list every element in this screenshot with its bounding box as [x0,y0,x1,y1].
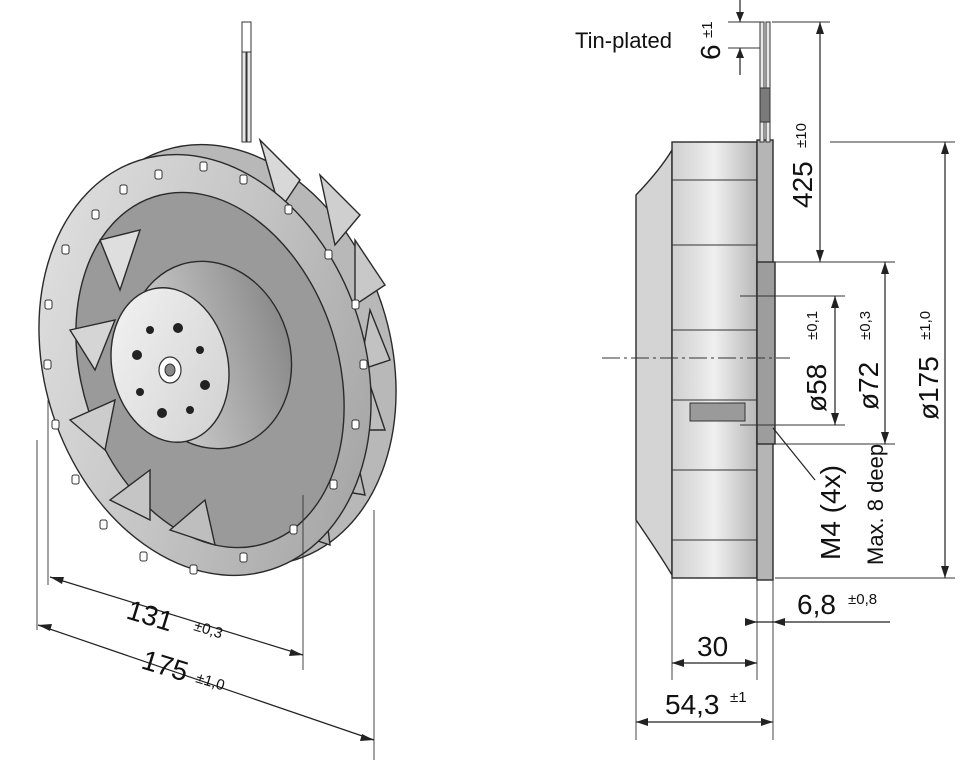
tin-plated-label: Tin-plated [575,28,672,53]
front-inner-diameter-tol: ±0,3 [192,618,225,643]
flange-thickness-value: 6,8 [797,589,836,620]
fan-side-view [635,21,776,581]
lead-length-tol: ±10 [793,123,810,148]
front-outer-diameter-tol: ±1,0 [194,670,227,695]
inner-blades [68,229,216,547]
thread-depth-label: Max. 8 deep [863,444,888,565]
impeller-side-body [671,141,758,579]
ring-rivets [43,161,368,575]
dia175-value: ø175 [913,356,944,420]
dia72-tol: ±0,3 [857,311,874,340]
front-dimension-lines [36,400,375,760]
hub-holes [132,323,210,418]
flange-thickness-tol: ±0,8 [848,591,877,608]
fan-perspective-view [38,21,397,577]
front-inner-diameter-value: 131 [123,594,177,637]
dia58-tol: ±0,1 [804,311,821,340]
front-outer-diameter-value: 175 [138,644,192,687]
lead-strip-value: 6 [695,44,726,60]
depth-54-tol: ±1 [730,689,747,706]
dia72-value: ø72 [853,362,884,410]
thread-label: M4 (4x) [815,465,846,560]
dia175-tol: ±1,0 [917,311,934,340]
side-dimension-lines [635,0,955,740]
lead-length-value: 425 [787,161,818,208]
dia58-value: ø58 [801,364,832,412]
lead-strip-tol: ±1 [699,21,716,38]
lead-wires-front [241,21,252,143]
depth-30-value: 30 [697,631,728,662]
depth-54-value: 54,3 [665,689,720,720]
